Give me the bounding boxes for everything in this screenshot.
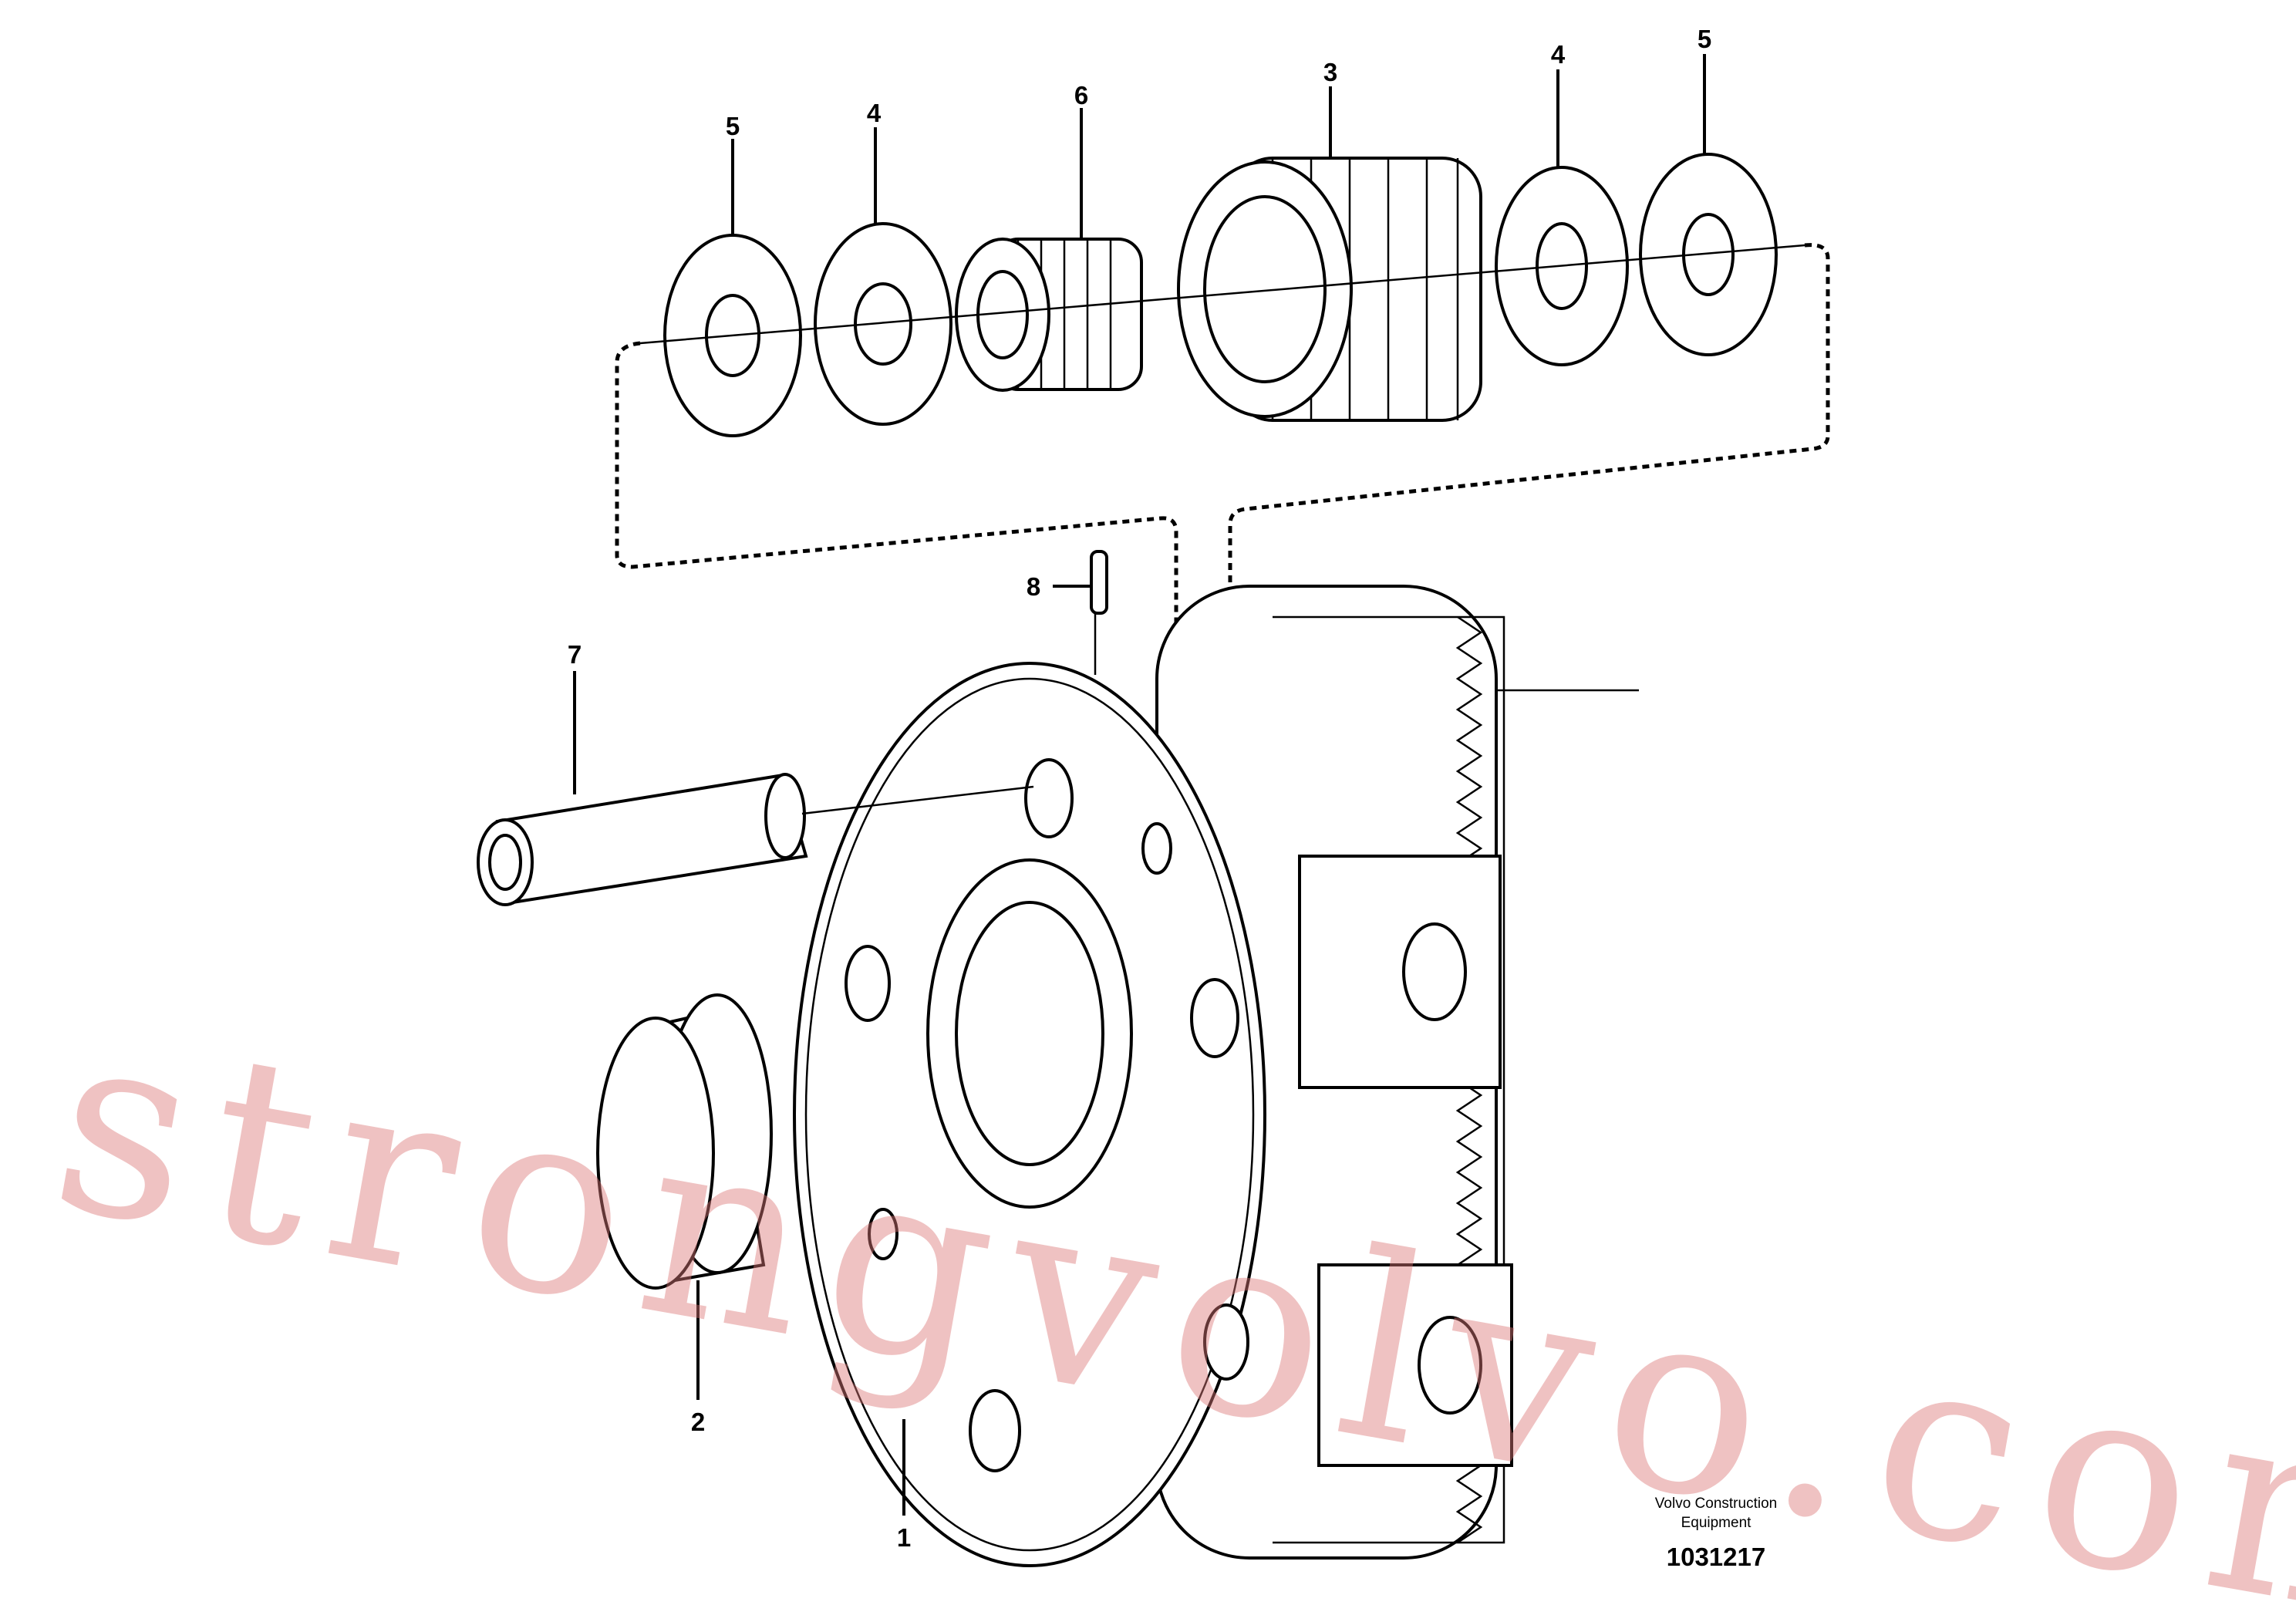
callout-5-right: 5 [1698,25,1711,53]
callout-5-left: 5 [726,112,740,140]
drawing-number: 1031217 [1667,1543,1765,1571]
callout-7: 7 [568,640,582,669]
shaft-7 [477,773,1034,906]
bushing-2 [596,993,773,1290]
footer-company-line1: Volvo Construction [1655,1496,1777,1512]
footer-company-line2: Equipment [1681,1515,1752,1531]
callout-4-right: 4 [1551,40,1566,69]
ring-gear-carrier [1155,585,1513,1560]
dashed-bracket-right [1228,243,1830,698]
washer-5-right [1639,153,1778,356]
callout-6: 6 [1074,81,1088,110]
callout-3: 3 [1323,58,1337,86]
callout-8: 8 [1027,572,1040,601]
dashed-bracket-left [615,341,1178,698]
callout-1: 1 [897,1523,911,1552]
callout-2: 2 [691,1408,705,1436]
pin-8 [1090,550,1108,675]
gear-3-large [1177,157,1482,422]
callout-4-left: 4 [867,99,882,127]
leader-lines [573,54,1706,1516]
washer-4-left [814,222,952,426]
carrier-flange [793,662,1266,1567]
assembly-axis-line [639,244,1805,345]
